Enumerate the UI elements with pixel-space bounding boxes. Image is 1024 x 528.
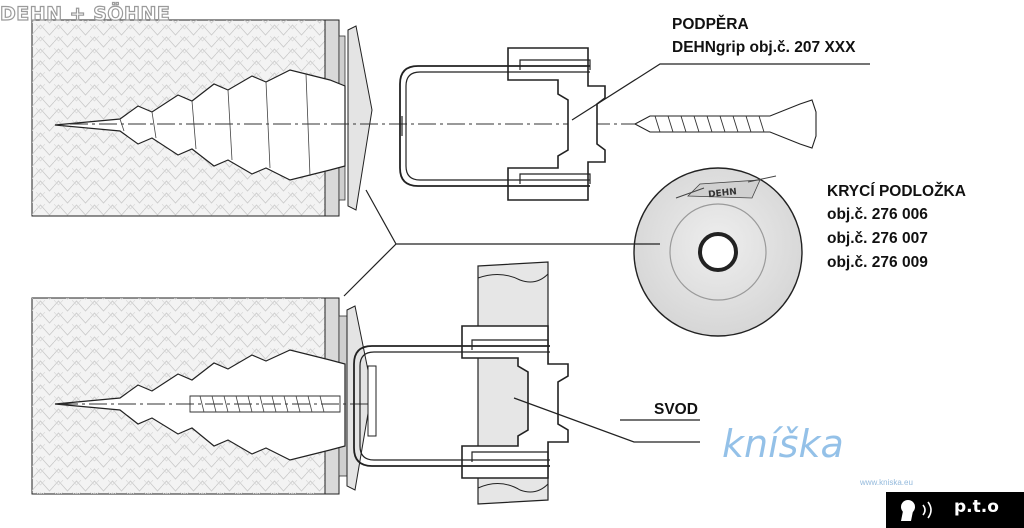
cover-washer: DEHN	[633, 167, 803, 337]
top-washer-edge	[347, 25, 373, 211]
support-title: PODPĚRA	[672, 16, 749, 33]
pto-label[interactable]: p.t.o	[954, 497, 999, 517]
leader-washers-hub	[343, 189, 660, 297]
top-clip	[399, 47, 606, 201]
bottom-clip	[353, 325, 569, 479]
support-detail: DEHNgrip obj.č. 207 XXX	[672, 39, 856, 56]
watermark-text: kníška	[722, 422, 844, 466]
conductor-label: SVOD	[654, 401, 698, 418]
leader-support	[571, 63, 870, 121]
watermark-url: www.kniska.eu	[860, 478, 913, 487]
brand-logo: DEHN + SÖHNE	[0, 2, 171, 25]
washer-logo: DEHN	[675, 175, 777, 200]
top-screw	[633, 99, 817, 149]
top-dowel	[54, 69, 346, 181]
speaker-icon[interactable]	[897, 497, 943, 523]
washer-ref-1: obj.č. 276 006	[827, 206, 928, 223]
leader-conductor	[513, 397, 700, 443]
washer-logo-text: DEHN	[708, 187, 738, 200]
washer-ref-2: obj.č. 276 007	[827, 230, 928, 247]
washer-title: KRYCÍ PODLOŽKA	[827, 183, 966, 200]
washer-ref-3: obj.č. 276 009	[827, 254, 928, 271]
leader-lines	[343, 63, 870, 443]
